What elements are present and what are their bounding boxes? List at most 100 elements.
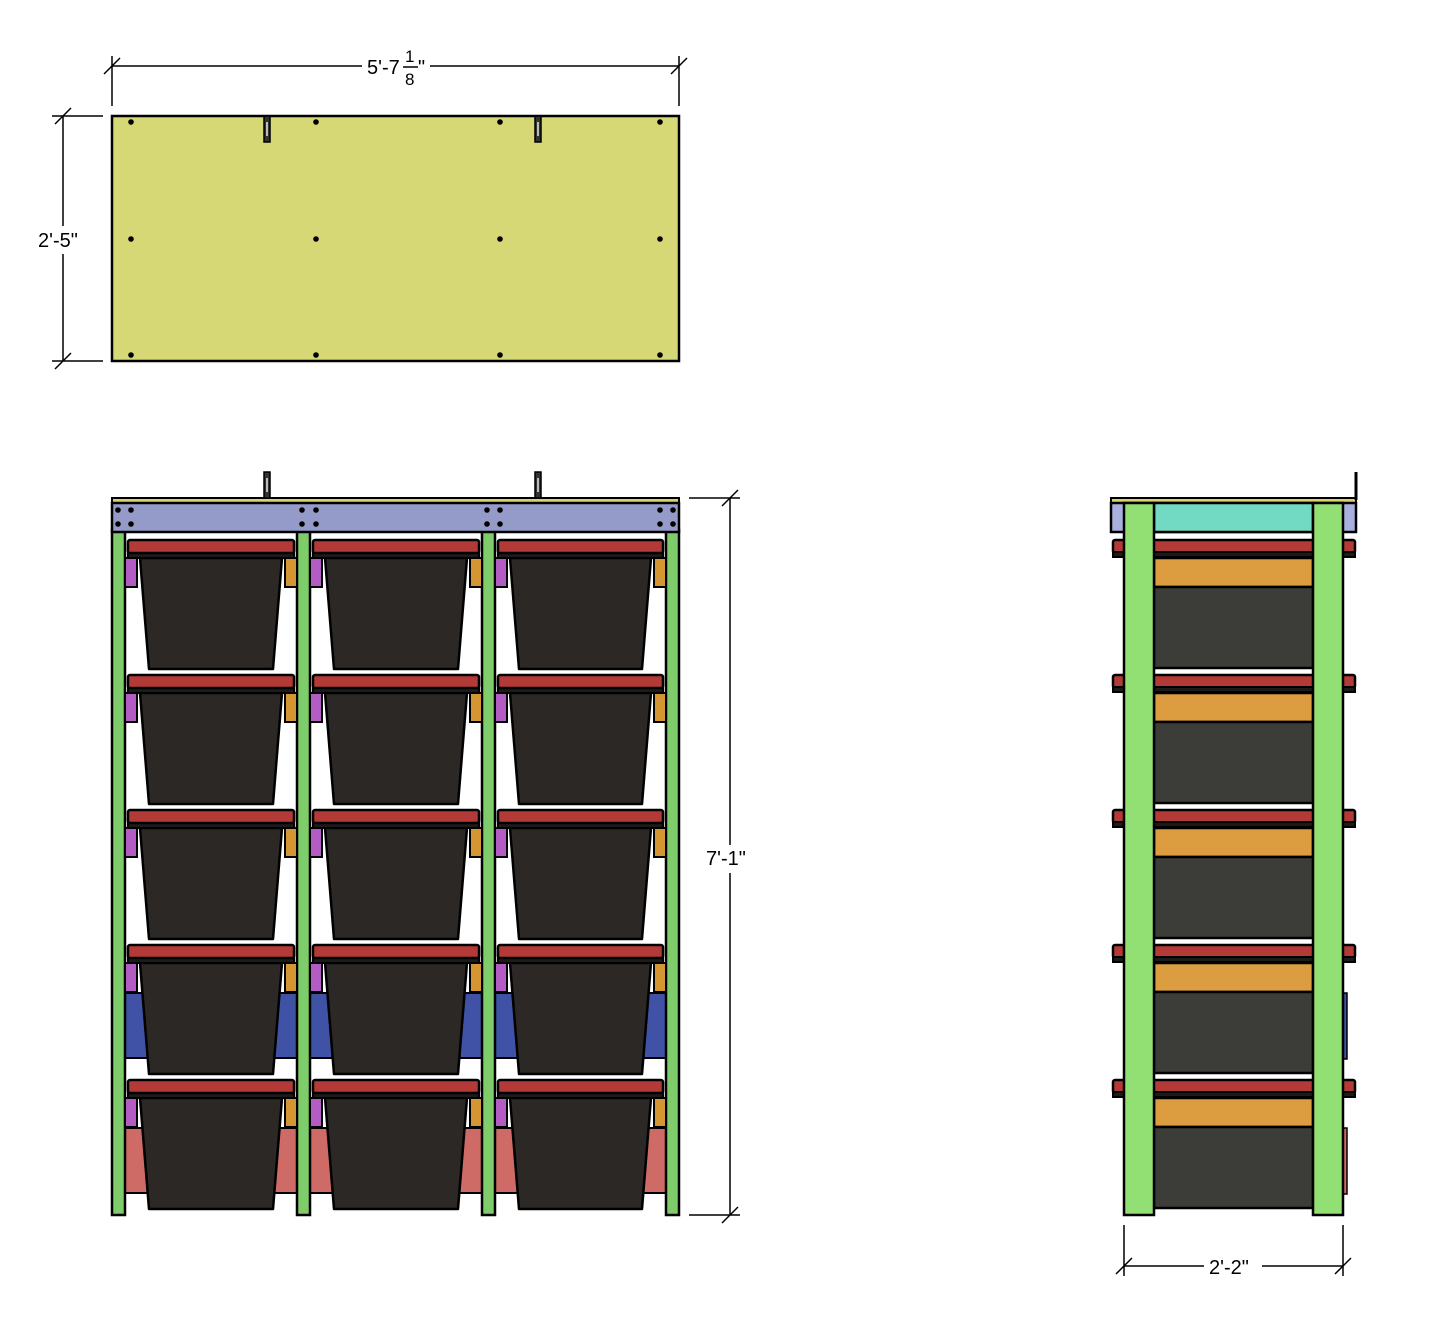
bolt — [299, 507, 305, 513]
left-rail — [494, 962, 508, 993]
bolt — [313, 507, 319, 513]
left-rail — [309, 692, 323, 723]
side-rail — [1152, 691, 1315, 724]
storage-bin — [138, 961, 284, 1076]
left-rail — [124, 692, 138, 723]
front-view — [110, 471, 681, 1217]
storage-bin — [323, 1096, 469, 1211]
left-rail — [124, 1097, 138, 1128]
top-panel — [110, 114, 681, 363]
dimension-lines — [52, 56, 1352, 1276]
side-bin — [1152, 1125, 1315, 1210]
dimension-tick — [54, 107, 72, 125]
screw-hole — [313, 119, 319, 125]
storage-bin — [508, 556, 653, 671]
wall-bracket-slot — [266, 122, 268, 136]
dimension-tick — [721, 489, 739, 507]
front-leg — [295, 528, 312, 1217]
storage-bin — [138, 691, 284, 806]
bin-lid — [496, 808, 665, 825]
right-rail — [469, 1097, 483, 1128]
side-rail — [1152, 1096, 1315, 1129]
storage-bin — [508, 826, 653, 941]
front-leg — [110, 528, 127, 1217]
side-bin — [1152, 585, 1315, 670]
bin-lid — [126, 538, 296, 555]
bolt — [484, 521, 490, 527]
right-rail — [284, 827, 298, 858]
bin-lid — [311, 943, 481, 960]
top-width-unit: " — [418, 57, 425, 79]
screw-hole — [313, 352, 319, 358]
side-rail — [1152, 556, 1315, 589]
top-width-fraction-numerator: 1 — [405, 47, 414, 66]
bolt — [115, 521, 121, 527]
right-rail — [653, 962, 667, 993]
left-rail — [494, 1097, 508, 1128]
bin-lid — [311, 538, 481, 555]
right-rail — [284, 557, 298, 588]
left-rail — [124, 557, 138, 588]
side-cross-member — [1152, 501, 1315, 534]
bin-lid — [496, 1078, 665, 1095]
side-rail — [1152, 826, 1315, 859]
bolt — [497, 521, 503, 527]
dimension-tick — [103, 57, 121, 75]
top-width-fraction-denominator: 8 — [405, 70, 414, 89]
left-rail — [124, 827, 138, 858]
storage-bin — [323, 826, 469, 941]
bolt — [657, 521, 663, 527]
front-leg — [664, 528, 681, 1217]
top-depth-dimension-label: 2'-5" — [38, 230, 78, 252]
left-rail — [309, 1097, 323, 1128]
dimension-tick — [721, 1206, 739, 1224]
left-rail — [309, 827, 323, 858]
bolt — [128, 507, 134, 513]
bolt — [128, 521, 134, 527]
side-bin — [1152, 720, 1315, 805]
height-dimension-label: 7'-1" — [706, 848, 746, 870]
front-leg — [480, 528, 497, 1217]
screw-hole — [128, 352, 134, 358]
storage-bin — [323, 556, 469, 671]
bin-lid — [126, 1078, 296, 1095]
side-bin — [1152, 855, 1315, 940]
right-rail — [469, 962, 483, 993]
right-rail — [653, 557, 667, 588]
right-rail — [284, 1097, 298, 1128]
storage-bin — [508, 1096, 653, 1211]
wall-bracket-slot — [266, 478, 268, 492]
storage-bin — [323, 691, 469, 806]
bin-lid — [496, 538, 665, 555]
dimension-tick — [1115, 1257, 1133, 1275]
dimension-tick — [1334, 1257, 1352, 1275]
right-rail — [469, 557, 483, 588]
side-leg — [1122, 501, 1156, 1217]
storage-bin — [138, 1096, 284, 1211]
right-rail — [653, 692, 667, 723]
left-rail — [309, 962, 323, 993]
top-width-dimension-label: 5'-7 — [367, 57, 400, 79]
side-leg — [1311, 501, 1345, 1217]
right-rail — [469, 827, 483, 858]
right-rail — [469, 692, 483, 723]
bin-lid — [126, 673, 296, 690]
storage-bin — [138, 556, 284, 671]
screw-hole — [497, 352, 503, 358]
bolt — [657, 507, 663, 513]
right-rail — [653, 827, 667, 858]
screw-hole — [657, 119, 663, 125]
side-rail — [1152, 961, 1315, 994]
side-bin — [1152, 990, 1315, 1075]
screw-hole — [657, 352, 663, 358]
bolt — [497, 507, 503, 513]
screw-hole — [128, 236, 134, 242]
top-view — [110, 114, 681, 363]
screw-hole — [497, 236, 503, 242]
right-rail — [284, 692, 298, 723]
front-apron — [110, 501, 681, 534]
dimension-tick — [670, 57, 688, 75]
right-rail — [653, 1097, 667, 1128]
wall-bracket-slot — [537, 478, 539, 492]
